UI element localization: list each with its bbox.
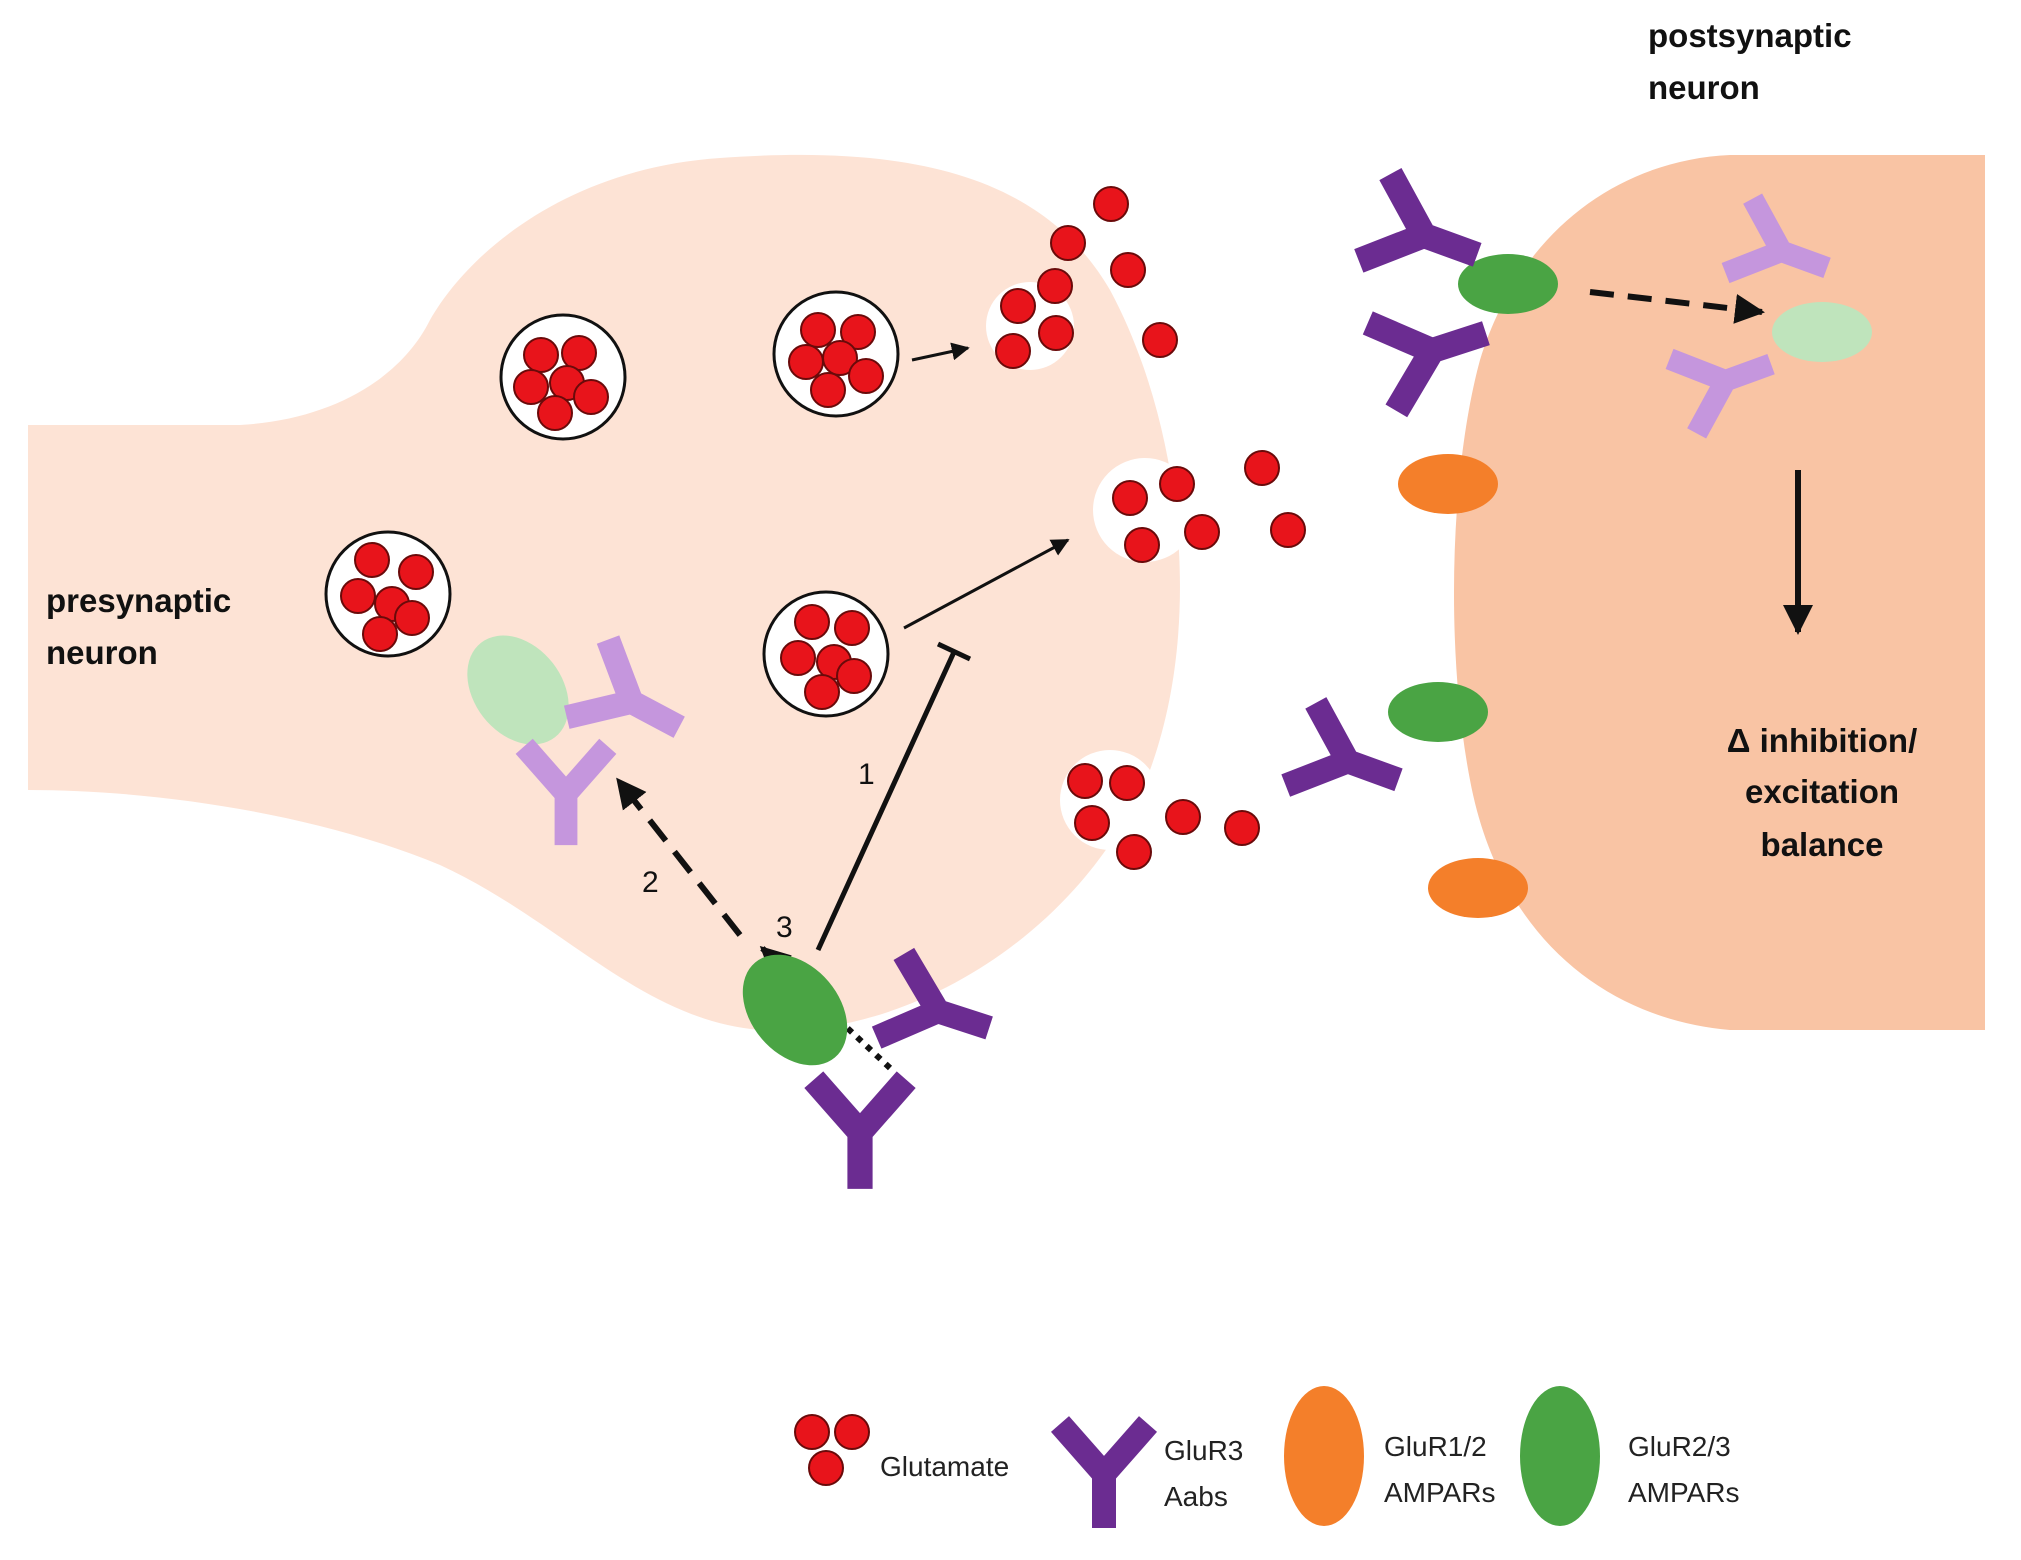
effect-label: Δ inhibition/ xyxy=(1727,722,1918,759)
presynaptic-label: neuron xyxy=(46,634,158,671)
postsynaptic-label: neuron xyxy=(1648,69,1760,106)
antibody-icon xyxy=(814,1080,906,1189)
effect-label: excitation xyxy=(1745,773,1899,810)
internalized-glur23-receptor xyxy=(1772,302,1872,362)
glur23-receptor-postsynaptic xyxy=(1388,682,1488,742)
legend-glutamate-label: Glutamate xyxy=(880,1451,1009,1482)
effect-label: balance xyxy=(1761,826,1884,863)
postsynaptic-label: postsynaptic xyxy=(1648,17,1852,54)
vesicle xyxy=(324,530,452,658)
glutamate-release-top xyxy=(986,186,1178,370)
postsynaptic-internalization-arrow xyxy=(1589,289,1765,324)
vesicle xyxy=(772,290,900,418)
legend-glur23-label: GluR2/3 xyxy=(1628,1431,1731,1462)
glutamate-release-bottom xyxy=(1060,750,1260,870)
presynaptic-label: presynaptic xyxy=(46,582,231,619)
step-label-2: 2 xyxy=(642,866,659,899)
legend-glur12-label: GluR1/2 xyxy=(1384,1431,1487,1462)
glur23-receptor-postsynaptic xyxy=(1458,254,1558,314)
legend-glutamate-icon xyxy=(794,1414,870,1486)
legend-antibody-icon xyxy=(1060,1424,1148,1528)
legend-glur12-label: AMPARs xyxy=(1384,1477,1496,1508)
glur12-receptor xyxy=(1398,454,1498,514)
glur12-receptor xyxy=(1428,858,1528,918)
legend-glur12-icon xyxy=(1284,1386,1364,1526)
glur23-receptor-presynaptic xyxy=(742,954,848,1066)
step-label-1: 1 xyxy=(858,758,875,791)
internalized-glur23-receptor xyxy=(467,635,569,745)
postsynaptic-neuron xyxy=(1453,155,1985,1030)
vesicle xyxy=(499,313,627,441)
step-label-3: 3 xyxy=(776,911,793,944)
legend-glur23-label: AMPARs xyxy=(1628,1477,1740,1508)
release-arrow-top xyxy=(911,342,970,362)
legend-antibody-label: Aabs xyxy=(1164,1481,1228,1512)
legend-glur23-icon xyxy=(1520,1386,1600,1526)
glutamate-release-middle xyxy=(1093,450,1306,563)
vesicle xyxy=(762,590,890,718)
inhibition-arrow xyxy=(815,641,972,952)
legend-antibody-label: GluR3 xyxy=(1164,1435,1243,1466)
legend: Glutamate GluR3 Aabs GluR1/2 AMPARs GluR… xyxy=(794,1386,1740,1528)
release-arrow-middle xyxy=(903,538,1070,630)
internalization-arrow xyxy=(615,777,743,937)
